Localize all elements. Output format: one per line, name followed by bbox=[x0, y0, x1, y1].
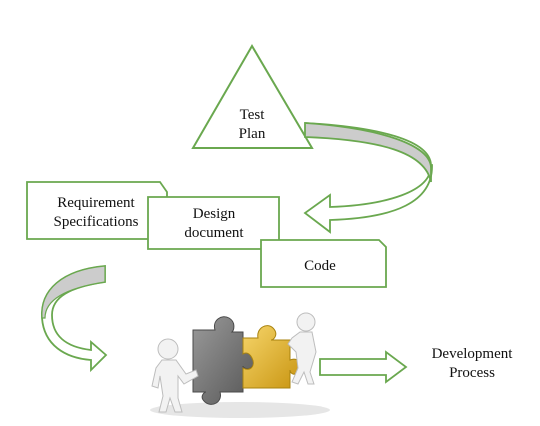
curved-arrow-test-to-design bbox=[303, 122, 433, 234]
design-line2: document bbox=[184, 225, 244, 241]
test-plan-line1: Test bbox=[239, 107, 265, 123]
requirement-line2: Specifications bbox=[53, 214, 139, 230]
straight-arrow-to-development bbox=[319, 350, 408, 384]
development-process-label: Development Process bbox=[412, 345, 532, 383]
requirement-specifications-label: Requirement Specifications bbox=[30, 194, 162, 232]
design-line1: Design bbox=[192, 206, 236, 222]
test-plan-label: Test Plan bbox=[222, 106, 282, 144]
code-text: Code bbox=[304, 258, 336, 274]
test-plan-line2: Plan bbox=[238, 126, 266, 142]
development-line1: Development bbox=[431, 346, 513, 362]
requirement-line1: Requirement bbox=[57, 195, 135, 211]
curved-arrow-to-development bbox=[41, 265, 108, 373]
development-line2: Process bbox=[449, 365, 495, 381]
puzzle-people-illustration bbox=[150, 312, 330, 418]
design-document-label: Design document bbox=[160, 205, 268, 243]
code-label: Code bbox=[280, 257, 360, 276]
test-plan-triangle bbox=[191, 44, 314, 149]
code-box bbox=[260, 239, 387, 288]
